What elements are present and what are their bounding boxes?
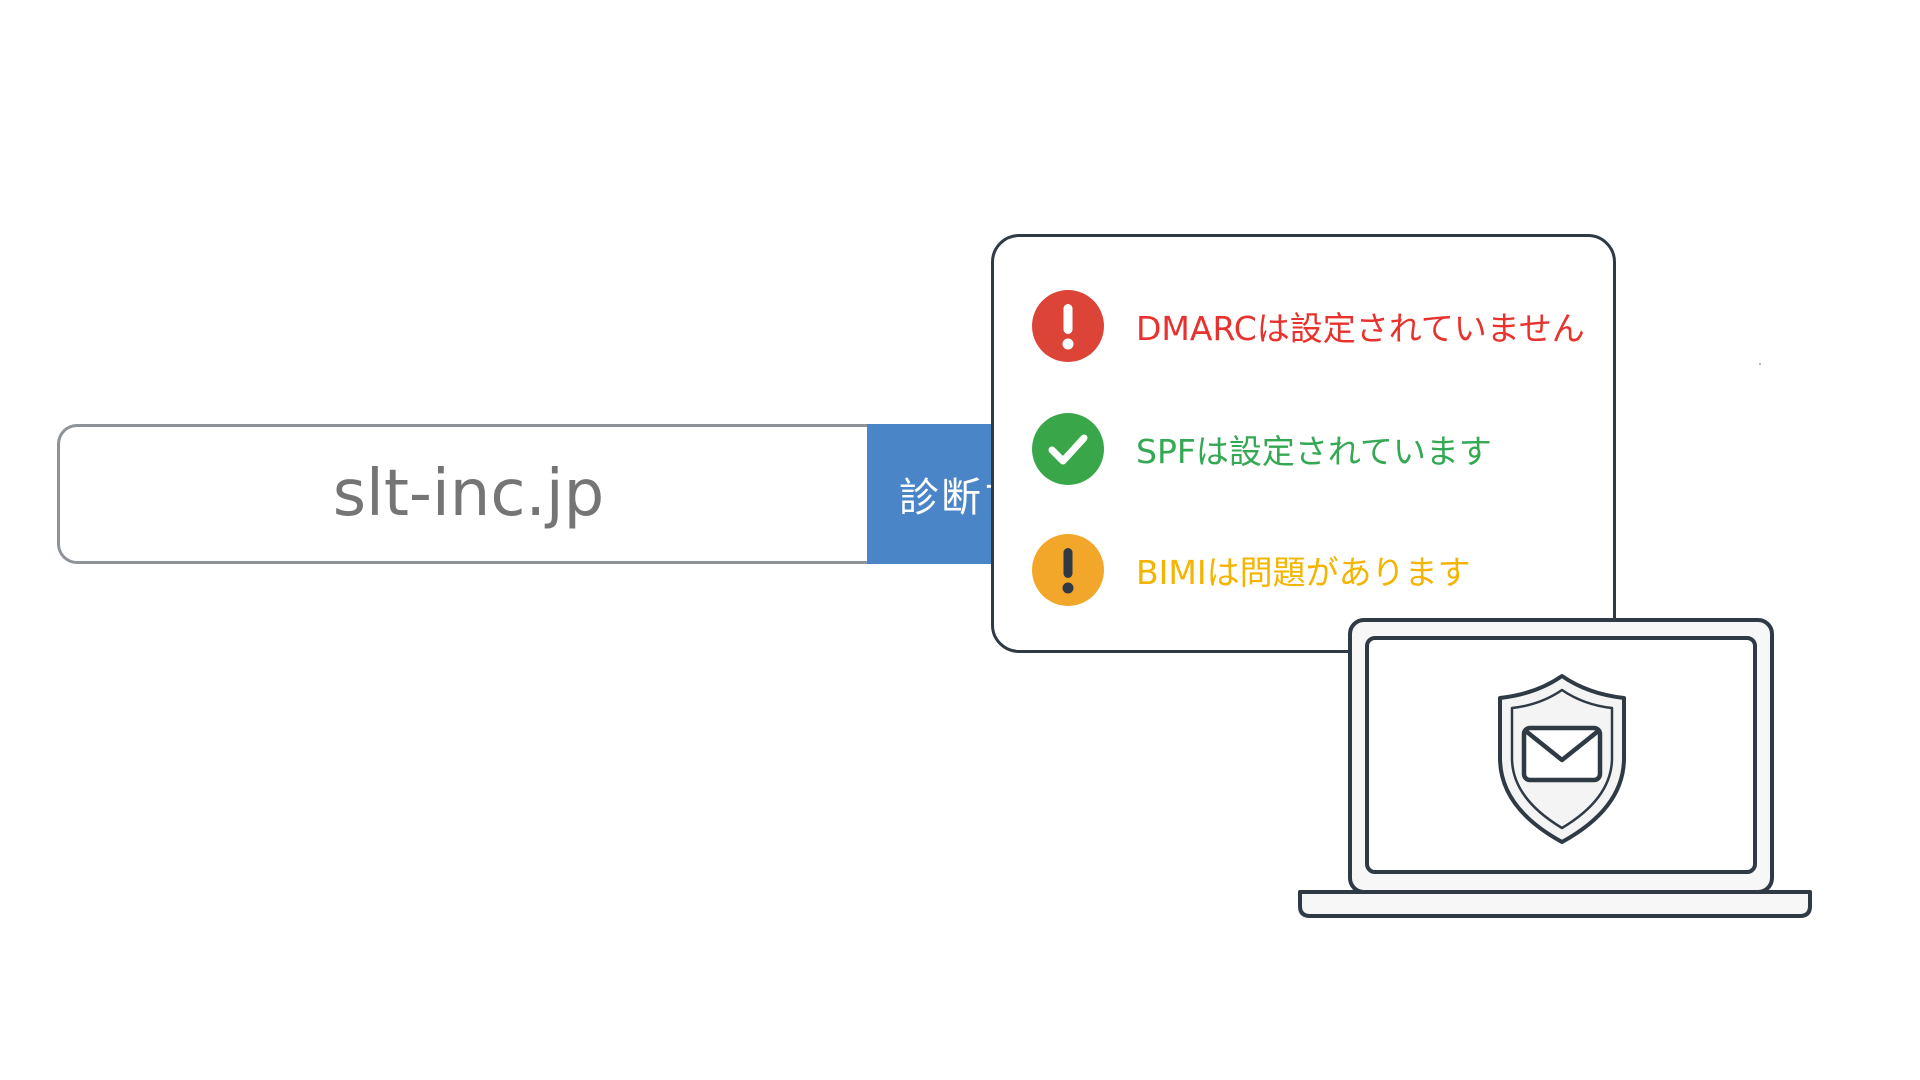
decorative-dot: [1759, 363, 1761, 365]
result-row-spf: SPFは設定されています: [1032, 409, 1492, 489]
result-card: DMARCは設定されていません SPFは設定されています BIMIは問題がありま…: [991, 234, 1616, 653]
result-row-bimi: BIMIは問題があります: [1032, 530, 1471, 610]
checkmark-icon: [1032, 413, 1104, 485]
exclamation-icon: [1032, 290, 1104, 362]
shield-mail-icon: [1498, 674, 1626, 844]
result-label-spf: SPFは設定されています: [1136, 432, 1492, 471]
domain-search-bar: 診断する: [57, 424, 1099, 564]
domain-input[interactable]: [57, 424, 867, 564]
laptop-icon: [1296, 616, 1814, 920]
result-label-bimi: BIMIは問題があります: [1136, 553, 1471, 592]
result-label-dmarc: DMARCは設定されていません: [1136, 309, 1585, 348]
exclamation-icon: [1032, 534, 1104, 606]
result-row-dmarc: DMARCは設定されていません: [1032, 286, 1585, 366]
